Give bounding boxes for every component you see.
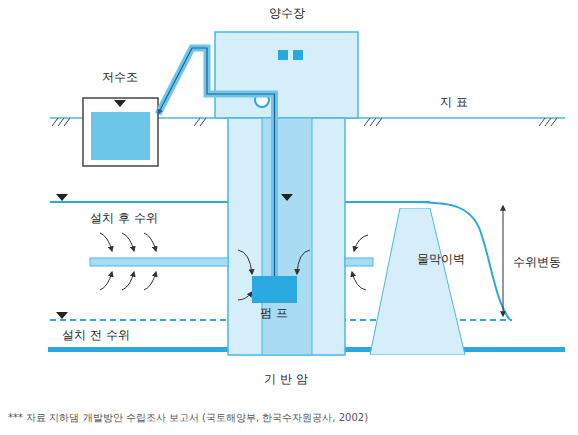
node-label: 펌 프 xyxy=(260,306,288,320)
bedrock-label: 기 반 암 xyxy=(264,372,308,386)
node-label: 양수장 xyxy=(269,6,305,20)
pipe-body xyxy=(158,48,275,276)
water-level-label: 설치 전 수위 xyxy=(62,328,130,342)
pipe-connector xyxy=(158,48,275,276)
source-caption: *** 자료 지하댐 개발방안 수립조사 보고서 (국토해양부, 한국수자원공사… xyxy=(8,412,368,424)
water-level-label: 설치 후 수위 xyxy=(90,211,158,225)
reservoir-tank: 저수조 xyxy=(83,98,158,166)
node-label: 물막이벽 xyxy=(417,252,465,266)
level-change-label: 수위변동 xyxy=(512,255,562,269)
cutoff-wall: 물막이벽 xyxy=(365,208,470,355)
node-label: 저수조 xyxy=(102,70,138,84)
wall-shape xyxy=(365,208,470,355)
ground-surface-label: 지 표 xyxy=(440,95,468,109)
pump-box: 펌 프 xyxy=(252,276,297,303)
pump-house: 양수장펌 프 xyxy=(215,32,358,355)
